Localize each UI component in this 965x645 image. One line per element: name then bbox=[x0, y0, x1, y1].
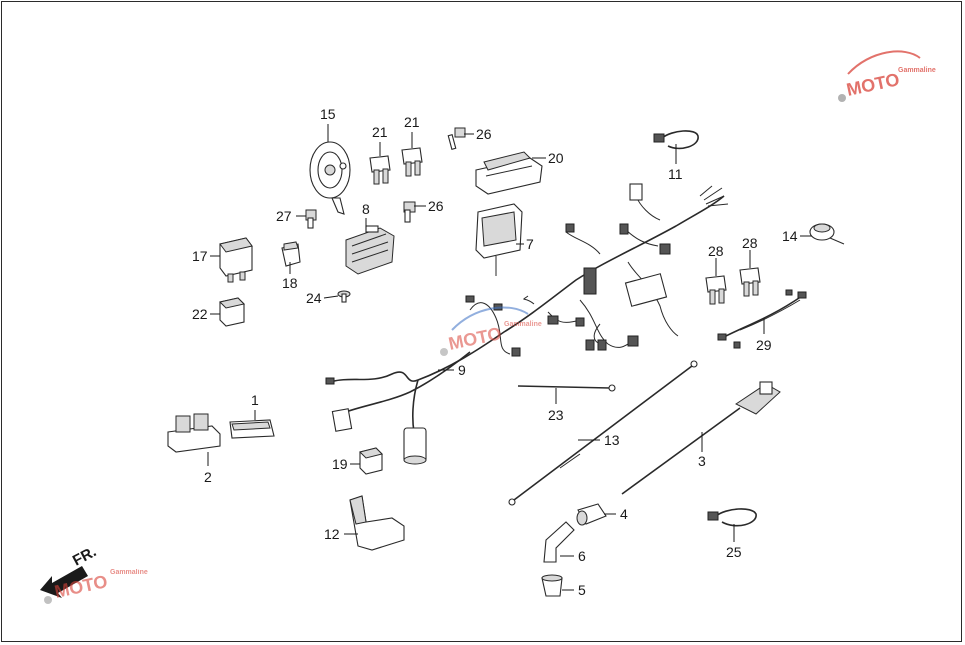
part-22-relay bbox=[219, 297, 245, 327]
part-28-fuse-a bbox=[705, 275, 727, 305]
part-21-fuse-b bbox=[401, 147, 423, 177]
callout-23: 23 bbox=[548, 407, 564, 423]
callout-14: 14 bbox=[782, 228, 798, 244]
watermark-bottom-left: MOTO Gammaline bbox=[44, 569, 148, 604]
callout-27: 27 bbox=[276, 208, 292, 224]
callout-15: 15 bbox=[320, 106, 336, 122]
watermark-swoosh-icon bbox=[847, 50, 921, 75]
callout-9: 9 bbox=[458, 362, 466, 378]
part-18-fuse bbox=[281, 241, 301, 267]
part-2-connector-block bbox=[167, 413, 221, 453]
watermark-top-right: MOTO Gammaline bbox=[838, 50, 936, 102]
callout-6: 6 bbox=[578, 548, 586, 564]
part-13-cable bbox=[508, 360, 698, 506]
part-7-cdi-unit bbox=[475, 203, 523, 276]
watermark-center: MOTO Gammaline bbox=[440, 306, 542, 356]
part-26-bolt-a bbox=[447, 127, 466, 150]
callout-8: 8 bbox=[362, 201, 370, 217]
part-4-plug-cap bbox=[576, 503, 607, 526]
part-6-elbow bbox=[543, 521, 575, 563]
callout-4: 4 bbox=[620, 506, 628, 522]
callout-28a: 28 bbox=[708, 243, 724, 259]
part-8-regulator bbox=[345, 225, 395, 275]
part-28-fuse-b bbox=[739, 267, 761, 297]
callout-29: 29 bbox=[756, 337, 772, 353]
part-5-sleeve bbox=[541, 574, 563, 597]
watermark-gear-icon-center bbox=[440, 348, 448, 356]
callout-21b: 21 bbox=[404, 114, 420, 130]
part-12-bracket bbox=[349, 495, 405, 551]
callout-24: 24 bbox=[306, 290, 322, 306]
callout-22: 22 bbox=[192, 306, 208, 322]
part-25-wire-tie bbox=[707, 508, 757, 527]
watermark-subtext-bottom: Gammaline bbox=[110, 569, 148, 576]
part-3-ignition-coil bbox=[621, 381, 781, 495]
part-9-main-harness bbox=[325, 183, 729, 465]
callout-17: 17 bbox=[192, 248, 208, 264]
watermark-text-bottom: MOTO bbox=[53, 571, 110, 602]
part-29-sub-harness bbox=[717, 289, 807, 349]
part-11-wire-tie bbox=[653, 130, 699, 150]
callout-1: 1 bbox=[251, 392, 259, 408]
callout-28b: 28 bbox=[742, 235, 758, 251]
part-1-cover bbox=[229, 419, 275, 439]
part-23-rod bbox=[517, 384, 616, 392]
part-15-horn bbox=[309, 141, 351, 215]
callout-2: 2 bbox=[204, 469, 212, 485]
callout-25: 25 bbox=[726, 544, 742, 560]
part-20-control-unit bbox=[475, 151, 543, 195]
front-label: FR. bbox=[70, 543, 99, 569]
part-21-fuse-a bbox=[369, 155, 391, 185]
part-24-screw bbox=[337, 290, 351, 303]
part-26-bolt-b bbox=[403, 201, 416, 223]
watermark-subtext-top: Gammaline bbox=[898, 67, 936, 74]
callout-19: 19 bbox=[332, 456, 348, 472]
callout-18: 18 bbox=[282, 275, 298, 291]
callout-3: 3 bbox=[698, 453, 706, 469]
callout-26a: 26 bbox=[476, 126, 492, 142]
watermark-gear-icon bbox=[838, 94, 846, 102]
callout-21a: 21 bbox=[372, 124, 388, 140]
callout-7: 7 bbox=[526, 236, 534, 252]
callouts: 1 2 3 4 5 6 7 8 9 11 12 13 14 bbox=[192, 106, 812, 598]
callout-20: 20 bbox=[548, 150, 564, 166]
watermark-swoosh-icon-center bbox=[451, 306, 529, 331]
watermark-subtext-center: Gammaline bbox=[504, 321, 542, 328]
callout-12: 12 bbox=[324, 526, 340, 542]
part-17-relay bbox=[219, 237, 253, 283]
part-19-relay bbox=[359, 447, 383, 475]
callout-13: 13 bbox=[604, 432, 620, 448]
watermark-gear-icon-bottom bbox=[44, 596, 52, 604]
part-14-sensor bbox=[809, 223, 845, 245]
front-arrow-icon bbox=[40, 566, 88, 598]
part-27-bolt bbox=[305, 209, 317, 229]
callout-26b: 26 bbox=[428, 198, 444, 214]
watermark-text-top: MOTO bbox=[845, 69, 902, 100]
callout-5: 5 bbox=[578, 582, 586, 598]
callout-11: 11 bbox=[668, 166, 683, 182]
